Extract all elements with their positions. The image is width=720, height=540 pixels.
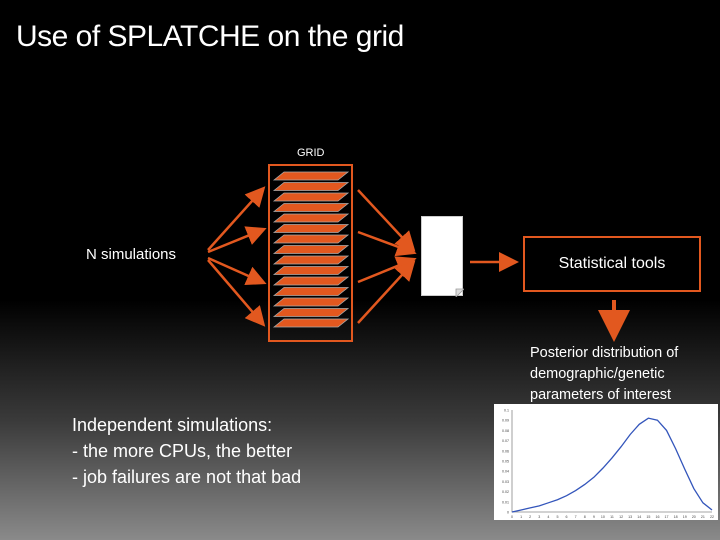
y-tick-label: 0.07 bbox=[502, 439, 509, 443]
y-tick-label: 0.06 bbox=[502, 449, 509, 453]
independent-line-2: - the more CPUs, the better bbox=[72, 438, 301, 464]
posterior-curve bbox=[512, 418, 712, 512]
y-tick-label: 0.03 bbox=[502, 480, 509, 484]
x-tick-label: 6 bbox=[566, 515, 568, 519]
statistical-tools-box: Statistical tools bbox=[523, 236, 701, 292]
x-tick-label: 10 bbox=[601, 515, 605, 519]
grid-box bbox=[268, 164, 353, 342]
posterior-chart-svg: 0 0.01 0.02 0.03 0.04 0.05 0.06 0.07 0.08 0.09 0.1… bbox=[494, 404, 718, 520]
posterior-line-2: demographic/genetic bbox=[530, 364, 715, 385]
n-simulations-label: N simulations bbox=[86, 246, 176, 263]
arrow-right-2 bbox=[358, 232, 412, 252]
independent-line-3: - job failures are not that bad bbox=[72, 464, 301, 490]
document-corner-fold bbox=[422, 217, 464, 297]
x-tick-label: 12 bbox=[619, 515, 623, 519]
x-tick-label: 8 bbox=[584, 515, 586, 519]
chart-axes bbox=[512, 410, 712, 512]
x-tick-label: 16 bbox=[655, 515, 659, 519]
posterior-chart: 0 0.01 0.02 0.03 0.04 0.05 0.06 0.07 0.08 0.09 0.1… bbox=[494, 404, 718, 520]
x-tick-label: 4 bbox=[547, 515, 549, 519]
y-tick-label: 0.05 bbox=[502, 460, 509, 464]
fan-arrows-left bbox=[208, 190, 262, 323]
fan-arrows-right bbox=[358, 190, 412, 323]
x-tick-label: 9 bbox=[593, 515, 595, 519]
arrow-right-4 bbox=[358, 264, 412, 323]
posterior-text: Posterior distribution of demographic/ge… bbox=[530, 343, 715, 406]
x-tick-label: 21 bbox=[701, 515, 705, 519]
x-tick-label: 13 bbox=[628, 515, 632, 519]
x-tick-label: 0 bbox=[511, 515, 513, 519]
x-tick-label: 17 bbox=[665, 515, 669, 519]
x-tick-label: 11 bbox=[610, 515, 614, 519]
x-tick-label: 22 bbox=[710, 515, 714, 519]
y-tick-label: 0.04 bbox=[502, 470, 509, 474]
x-tick-label: 20 bbox=[692, 515, 696, 519]
y-tick-label: 0 bbox=[507, 511, 509, 515]
x-tick-label: 19 bbox=[683, 515, 687, 519]
arrow-right-1 bbox=[358, 190, 412, 248]
x-tick-label: 15 bbox=[646, 515, 650, 519]
y-tick-label: 0.01 bbox=[502, 500, 509, 504]
x-tick-label: 2 bbox=[529, 515, 531, 519]
y-tick-label: 0.08 bbox=[502, 429, 509, 433]
independent-line-1: Independent simulations: bbox=[72, 412, 301, 438]
x-tick-label: 14 bbox=[637, 515, 641, 519]
independent-simulations-text: Independent simulations: - the more CPUs… bbox=[72, 412, 301, 490]
x-tick-label: 3 bbox=[538, 515, 540, 519]
posterior-line-3: parameters of interest bbox=[530, 385, 715, 406]
y-tick-label: 0.09 bbox=[502, 419, 509, 423]
posterior-line-1: Posterior distribution of bbox=[530, 343, 715, 364]
results-document bbox=[421, 216, 463, 296]
x-tick-label: 18 bbox=[674, 515, 678, 519]
y-tick-label: 0.02 bbox=[502, 490, 509, 494]
x-tick-label: 1 bbox=[520, 515, 522, 519]
grid-label: GRID bbox=[297, 147, 325, 159]
x-tick-label: 7 bbox=[575, 515, 577, 519]
y-tick-label: 0.1 bbox=[504, 409, 509, 413]
x-tick-label: 5 bbox=[556, 515, 558, 519]
statistical-tools-label: Statistical tools bbox=[559, 255, 666, 273]
